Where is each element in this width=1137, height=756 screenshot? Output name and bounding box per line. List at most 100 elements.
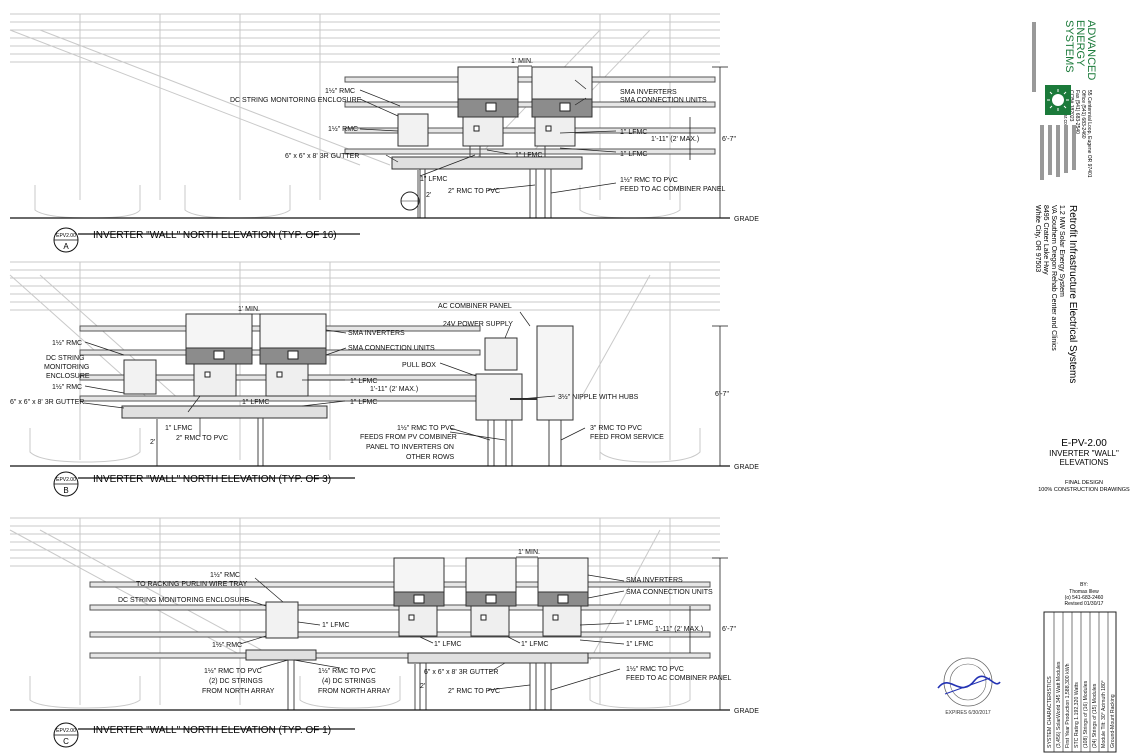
rails <box>344 76 716 155</box>
label-rmc-pvc-m1: 1½" RMC TO PVC <box>318 667 376 675</box>
conduits <box>419 145 552 218</box>
label-rmc-pvc-2in: 2" RMC TO PVC <box>448 688 500 695</box>
label-dim-max: 1'-11" (2' MAX.) <box>655 626 703 633</box>
sheet-number: E-PV-2.00 <box>1061 438 1107 449</box>
construction-status: 100% CONSTRUCTION DRAWINGS <box>1038 487 1130 493</box>
system-row: STC Rating 1.192,320 Watts <box>1074 682 1080 748</box>
elevation-title: INVERTER "WALL" NORTH ELEVATION (TYP. OF… <box>93 725 331 736</box>
label-rmc-pvc-l2: (2) DC STRINGS <box>209 678 263 685</box>
detail-marker-c: EPV2.00 C <box>53 722 79 748</box>
label-rmc-pvc-r: 1½" RMC TO PVC <box>620 176 678 184</box>
company-address-2: Office (541) 683-2460 <box>1080 90 1086 139</box>
label-rmc-mid: 1½" RMC <box>52 383 82 391</box>
label-grade: GRADE <box>734 216 759 223</box>
label-grade: GRADE <box>734 464 759 471</box>
label-rmc-top-1: 1½" RMC <box>210 571 240 579</box>
label-lfmc-r2: 1" LFMC <box>350 399 377 406</box>
fine-print <box>1032 22 1076 180</box>
label-gutter: 6" x 6" x 8' 3R GUTTER <box>10 399 84 406</box>
label-feeds-1: FEEDS FROM PV COMBINER <box>360 434 457 441</box>
sma-inverter <box>393 557 445 637</box>
elevation-title: INVERTER "WALL" NORTH ELEVATION (TYP. OF… <box>93 230 337 241</box>
company-name-line2: ENERGY <box>1074 20 1086 67</box>
company-address-1: 55 Centennial Loop, Eugene OR 97401 <box>1086 90 1092 178</box>
racking-background <box>9 261 720 463</box>
label-lfmc-mid: 1" LFMC <box>515 152 542 159</box>
ac-combiner-panel <box>536 325 574 421</box>
gutter <box>121 405 328 419</box>
dimension-lines <box>156 313 728 466</box>
label-sma-inverters: SMA INVERTERS <box>620 89 677 96</box>
company-name-line1: ADVANCED <box>1085 20 1097 80</box>
pull-box <box>475 373 523 421</box>
label-min-clear: 1' MIN. <box>518 549 540 556</box>
stamp-expires: EXPIRES 6/30/2017 <box>945 710 991 716</box>
drawn-by-phone: (o) 541-683-2460 <box>1065 595 1104 601</box>
label-lfmc-r1: 1" LFMC <box>620 129 647 136</box>
drawn-by-name: Thomas Illew <box>1069 589 1099 595</box>
label-lfmc-mid2: 1" LFMC <box>521 641 548 648</box>
label-dim-max: 1'-11" (2' MAX.) <box>370 386 418 393</box>
label-lfmc-r2: 1" LFMC <box>626 641 653 648</box>
elevation-b: 1' MIN. 1½" RMC DC STRING MONITORING ENC… <box>9 261 759 497</box>
label-dim-2ft: 2' <box>420 683 425 690</box>
sheet-name-1: INVERTER "WALL" <box>1049 449 1119 458</box>
label-dim-height: 6'-7" <box>722 626 736 633</box>
label-rmc-pvc-m3: FROM NORTH ARRAY <box>318 688 391 695</box>
label-rmc-top: 1½" RMC <box>52 339 82 347</box>
system-row: (24) Strings of (15) Modules <box>1092 683 1098 748</box>
leader-lines <box>359 79 617 194</box>
dc-string-monitoring-enclosure <box>123 359 157 395</box>
label-dc-enclosure-3: ENCLOSURE <box>46 373 90 380</box>
label-rmc-pvc-2in: 2" RMC TO PVC <box>448 188 500 195</box>
label-ac-panel: AC COMBINER PANEL <box>438 303 512 310</box>
project-block: Retrofit Infrastructure Electrical Syste… <box>1034 205 1078 383</box>
label-lfmc-r1: 1" LFMC <box>626 620 653 627</box>
sma-inverter <box>185 313 253 397</box>
detail-sheet-ref: EPV2.00 <box>56 728 76 734</box>
label-rmc-pvc-l3: FROM NORTH ARRAY <box>202 688 275 695</box>
sma-inverter <box>465 557 517 637</box>
dimension-lines <box>417 65 728 218</box>
system-row: Ground-Mount Racking <box>1110 694 1116 748</box>
detail-letter: C <box>63 737 69 746</box>
elevation-c: 1' MIN. 1½" RMC TO RACKING PURLIN WIRE T… <box>9 517 759 748</box>
final-design: FINAL DESIGN <box>1065 480 1103 486</box>
label-feed-ac: FEED TO AC COMBINER PANEL <box>620 186 726 193</box>
system-row: First Year Production 1,588,300 kWh <box>1065 663 1071 748</box>
system-table <box>1043 611 1117 753</box>
detail-sheet-ref: EPV2.00 <box>56 233 76 239</box>
sma-inverter <box>259 313 327 397</box>
label-lfmc-mid: 1" LFMC <box>242 399 269 406</box>
sma-inverter <box>457 66 519 147</box>
gutter <box>391 156 583 170</box>
label-sma-units: SMA CONNECTION UNITS <box>348 345 435 352</box>
label-lfmc-mid1: 1" LFMC <box>434 641 461 648</box>
dc-string-monitoring-enclosure <box>265 601 299 639</box>
sma-inverter <box>531 66 593 147</box>
label-sma-inverters: SMA INVERTERS <box>626 577 683 584</box>
label-rmc-top-2: TO RACKING PURLIN WIRE TRAY <box>136 581 248 588</box>
label-min-clear: 1' MIN. <box>238 306 260 313</box>
sun-logo-icon <box>1045 85 1071 115</box>
label-gutter: 6" x 6" x 8' 3R GUTTER <box>424 669 498 676</box>
label-power-supply: 24V POWER SUPPLY <box>443 321 513 328</box>
project-title: Retrofit Infrastructure Electrical Syste… <box>1067 205 1078 383</box>
label-sma-units: SMA CONNECTION UNITS <box>620 97 707 104</box>
label-dim-height: 6'-7" <box>722 136 736 143</box>
label-lfmc-r1: 1" LFMC <box>350 378 377 385</box>
system-heading: SYSTEM CHARACTERISTICS <box>1047 676 1053 748</box>
label-rmc-3in: 3" RMC TO PVC <box>590 425 642 432</box>
label-feeds-2: PANEL TO INVERTERS ON <box>366 444 454 451</box>
system-row: (108) Strings of (16) Modules <box>1083 680 1089 748</box>
sma-inverter <box>537 557 589 637</box>
elevation-title: INVERTER "WALL" NORTH ELEVATION (TYP. OF… <box>93 474 331 485</box>
project-line-2: VA Southern Oregon Rehab Center and Clin… <box>1050 205 1057 351</box>
label-dc-enclosure-2: MONITORING <box>44 364 89 371</box>
detail-marker-a: EPV2.00 A <box>53 227 79 253</box>
title-block: ADVANCED ENERGY SYSTEMS 55 Centennial Lo… <box>937 20 1130 753</box>
detail-letter: B <box>63 486 68 495</box>
label-rmc-pvc-mid: 1½" RMC TO PVC <box>397 424 455 432</box>
system-row: Module Tilt: 30° Azimuth 180° <box>1101 680 1107 748</box>
